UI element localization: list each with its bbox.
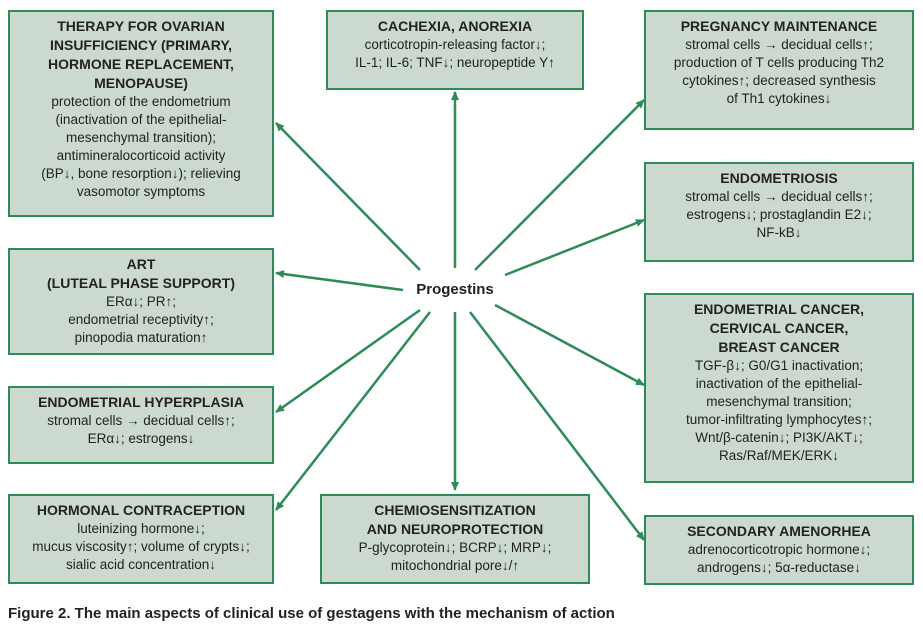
box-text-line: Ras/Raf/MEK/ERK↓	[718, 448, 840, 463]
arrow-to-pregnancy	[474, 99, 645, 271]
box-title-line: ENDOMETRIAL CANCER,	[693, 301, 865, 317]
box-pregnancy: PREGNANCY MAINTENANCE stromal cells → de…	[644, 10, 914, 130]
box-text-line: (BP↓, bone resorption↓); relieving	[41, 166, 241, 181]
box-text-line: mitochondrial pore↓/↑	[390, 558, 520, 573]
arrow-to-amenorrhea	[469, 311, 645, 541]
box-art: ART (LUTEAL PHASE SUPPORT) ERα↓; PR↑; en…	[8, 248, 274, 355]
center-label-progestins: Progestins	[416, 281, 494, 298]
box-endometriosis: ENDOMETRIOSIS stromal cells → decidual c…	[644, 162, 914, 262]
box-text-line: ERα↓; PR↑;	[105, 294, 177, 309]
box-secondary-amenorrhea: SECONDARY AMENORHEA adrenocorticotropic …	[644, 515, 914, 585]
figure-caption: Figure 2. The main aspects of clinical u…	[8, 605, 615, 622]
box-text-line: TGF-β↓; G0/G1 inactivation;	[694, 358, 864, 373]
box-text-line: sialic acid concentration↓	[65, 557, 217, 572]
box-title-line: THERAPY FOR OVARIAN	[57, 18, 225, 34]
box-title-line: CERVICAL CANCER,	[709, 320, 849, 336]
arrow-to-therapy-ovarian	[275, 122, 421, 271]
box-text-line: vasomotor symptoms	[76, 184, 206, 199]
box-title-line: ENDOMETRIOSIS	[720, 170, 838, 186]
box-title-line: (LUTEAL PHASE SUPPORT)	[47, 275, 235, 291]
arrow-to-contraception	[275, 311, 431, 511]
box-title-line: BREAST CANCER	[718, 339, 840, 355]
box-text-line: NF-kB↓	[756, 225, 802, 240]
box-text-line: pinopodia maturation↑	[74, 330, 208, 345]
box-title-line: ENDOMETRIAL HYPERPLASIA	[38, 394, 244, 410]
box-text-line: production of T cells producing Th2	[673, 55, 885, 70]
box-text-line: androgens↓; 5α-reductase↓	[697, 560, 861, 575]
box-text-line: mucus viscosity↑; volume of crypts↓;	[32, 539, 250, 554]
box-contraception: HORMONAL CONTRACEPTION luteinizing hormo…	[8, 494, 274, 584]
box-text-line: stromal cells → decidual cells↑;	[47, 413, 235, 428]
box-text-line: cytokines↑; decreased synthesis	[682, 73, 876, 88]
box-text-line: antimineralocorticoid activity	[56, 148, 226, 163]
box-text-line: (inactivation of the epithelial-	[55, 112, 227, 127]
box-text-line: corticotropin-releasing factor↓;	[364, 37, 546, 52]
box-cachexia: CACHEXIA, ANOREXIA corticotropin-releasi…	[326, 10, 584, 90]
box-text-line: inactivation of the epithelial-	[695, 376, 863, 391]
box-title-line: PREGNANCY MAINTENANCE	[680, 18, 878, 34]
box-title-line: HORMONE REPLACEMENT,	[48, 56, 234, 72]
box-hyperplasia: ENDOMETRIAL HYPERPLASIA stromal cells → …	[8, 386, 274, 464]
arrow-to-hyperplasia	[275, 308, 421, 414]
box-chemiosensitization: CHEMIOSENSITIZATION AND NEUROPROTECTION …	[320, 494, 590, 584]
arrow-to-endometriosis	[504, 218, 645, 277]
box-text-line: luteinizing hormone↓;	[77, 521, 205, 536]
arrow-to-art	[275, 270, 404, 292]
box-text-line: endometrial receptivity↑;	[68, 312, 214, 327]
box-title-line: CACHEXIA, ANOREXIA	[377, 18, 533, 34]
box-title-line: SECONDARY AMENORHEA	[687, 523, 871, 539]
box-text-line: estrogens↓; prostaglandin E2↓;	[686, 207, 872, 222]
box-cancer: ENDOMETRIAL CANCER, CERVICAL CANCER, BRE…	[644, 293, 914, 483]
box-title-line: MENOPAUSE)	[94, 75, 188, 91]
box-title-line: AND NEUROPROTECTION	[366, 521, 544, 537]
box-text-line: adrenocorticotropic hormone↓;	[687, 542, 871, 557]
box-text-line: IL-1; IL-6; TNF↓; neuropeptide Y↑	[355, 55, 555, 70]
box-title-line: INSUFFICIENCY (PRIMARY,	[49, 37, 232, 53]
box-text-line: stromal cells → decidual cells↑;	[685, 189, 873, 204]
box-title-line: CHEMIOSENSITIZATION	[374, 502, 536, 518]
box-text-line: mesenchymal transition;	[706, 394, 852, 409]
box-text-line: P-glycoprotein↓; BCRP↓; MRP↓;	[358, 540, 552, 555]
box-text-line: mesenchymal transition);	[65, 130, 217, 145]
box-text-line: Wnt/β-catenin↓; PI3K/AKT↓;	[695, 430, 863, 445]
box-text-line: protection of the endometrium	[51, 94, 231, 109]
box-text-line: tumor-infiltrating lymphocytes↑;	[685, 412, 873, 427]
box-text-line: stromal cells → decidual cells↑;	[685, 37, 873, 52]
arrow-to-cancer	[494, 303, 645, 387]
box-therapy-ovarian: THERAPY FOR OVARIAN INSUFFICIENCY (PRIMA…	[8, 10, 274, 217]
box-title-line: HORMONAL CONTRACEPTION	[36, 502, 246, 518]
box-text-line: ERα↓; estrogens↓	[87, 431, 195, 446]
box-title-line: ART	[126, 256, 156, 272]
box-text-line: of Th1 cytokines↓	[726, 91, 832, 106]
